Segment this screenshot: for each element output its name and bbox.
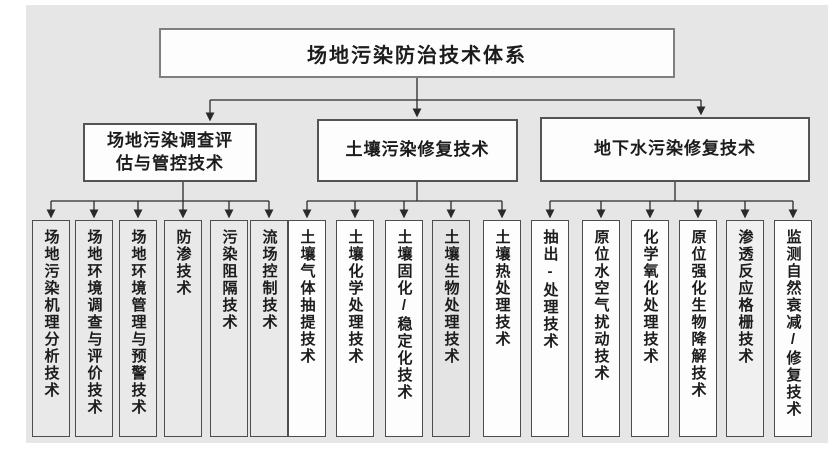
leaf-label: 土壤气体抽提技术 (298, 229, 316, 365)
leaf-box-1-1: 场地污染机理分析技术 (32, 220, 70, 437)
leaf-label: 渗透反应格栅技术 (736, 229, 754, 365)
leaf-label: 防渗技术 (174, 229, 192, 297)
leaf-box-3-4: 原位强化生物降解技术 (679, 220, 717, 437)
leaf-box-3-6: 监测自然衰减/修复技术 (774, 220, 812, 437)
leaf-label: 土壤生物处理技术 (442, 229, 460, 365)
leaf-label: 场地污染机理分析技术 (42, 229, 60, 399)
leaf-label: 监测自然衰减/修复技术 (784, 229, 802, 418)
leaf-box-1-3: 场地环境管理与预警技术 (119, 220, 157, 437)
branch-node-groundwater-remediation: 地下水污染修复技术 (540, 117, 810, 182)
leaf-label: 场地环境管理与预警技术 (129, 229, 147, 416)
leaf-box-2-5: 土壤热处理技术 (483, 220, 521, 437)
leaf-label: 场地环境调查与评价技术 (85, 229, 103, 416)
leaf-box-2-1: 土壤气体抽提技术 (288, 220, 326, 437)
leaf-box-3-3: 化学氧化处理技术 (631, 220, 669, 437)
leaf-box-3-5: 渗透反应格栅技术 (726, 220, 764, 437)
leaf-label: 抽出-处理技术 (541, 229, 559, 350)
leaf-box-2-2: 土壤化学处理技术 (336, 220, 374, 437)
leaf-label: 土壤固化/稳定化技术 (395, 229, 413, 401)
leaf-label: 流场控制技术 (260, 229, 278, 331)
leaf-box-1-2: 场地环境调查与评价技术 (75, 220, 113, 437)
leaf-box-3-2: 原位水空气扰动技术 (582, 220, 620, 437)
leaf-box-1-6: 流场控制技术 (250, 220, 288, 437)
leaf-label: 土壤热处理技术 (493, 229, 511, 348)
leaf-box-2-3: 土壤固化/稳定化技术 (385, 220, 423, 437)
leaf-label: 土壤化学处理技术 (346, 229, 364, 365)
leaf-label: 污染阻隔技术 (220, 229, 238, 331)
leaf-box-2-4: 土壤生物处理技术 (432, 220, 470, 437)
leaf-box-3-1: 抽出-处理技术 (531, 220, 569, 437)
root-node: 场地污染防治技术体系 (159, 28, 675, 78)
branch-node-soil-remediation: 土壤污染修复技术 (317, 119, 518, 182)
leaf-box-1-5: 污染阻隔技术 (210, 220, 248, 437)
leaf-box-1-4: 防渗技术 (164, 220, 202, 437)
branch-node-survey-assessment-control: 场地污染调查评 估与管控技术 (83, 123, 257, 182)
leaf-label: 原位强化生物降解技术 (689, 229, 707, 399)
leaf-label: 原位水空气扰动技术 (592, 229, 610, 382)
leaf-label: 化学氧化处理技术 (641, 229, 659, 365)
